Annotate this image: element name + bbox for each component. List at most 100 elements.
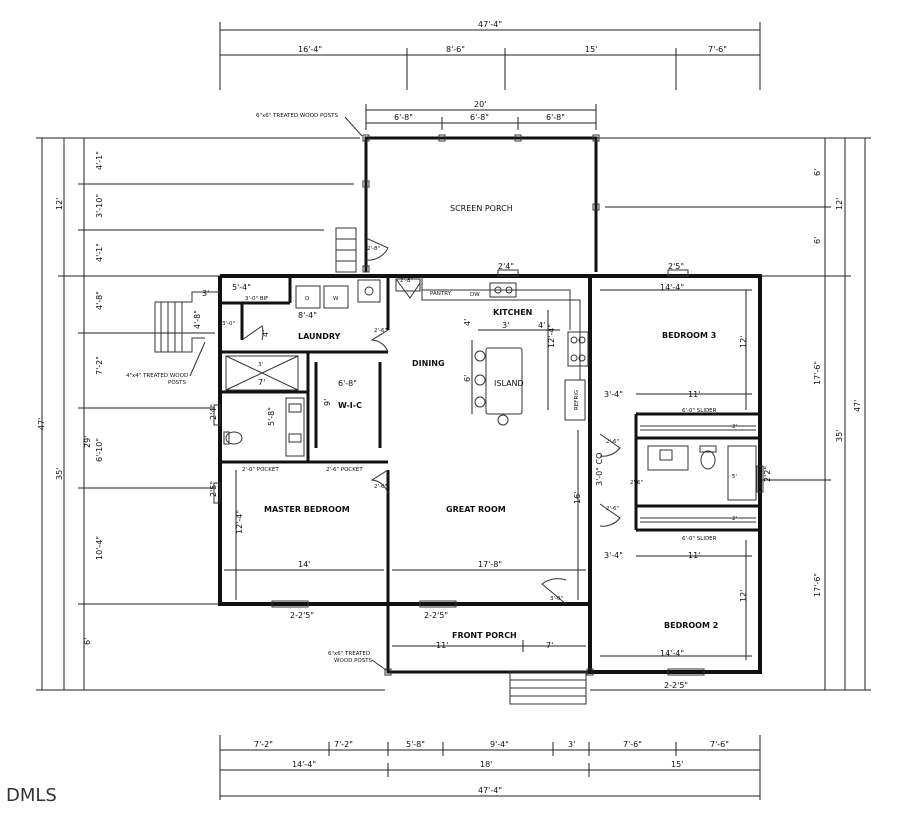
- dim-left-s2: 3'-10": [95, 194, 104, 218]
- dim-6-8: 6'-8": [338, 379, 357, 388]
- dim-porch-width: 20': [474, 100, 486, 109]
- dim-4: 4': [261, 330, 270, 337]
- dim-17-8: 17'-8": [478, 560, 502, 569]
- dim-bottom-overall: 47'-4": [478, 786, 502, 795]
- label-pantry: PANTRY: [430, 291, 452, 297]
- note-posts-left-1: 4"x4" TREATED WOOD: [126, 373, 188, 379]
- dim-4-kitchen: 4': [538, 321, 545, 330]
- dim-bottom-a3: 5'-8": [406, 740, 425, 749]
- dim-12a: 12': [739, 336, 748, 348]
- dim-5-8: 5'-8": [267, 407, 276, 426]
- room-front-porch: FRONT PORCH: [452, 631, 517, 640]
- hall-bath: 5' 2'-6" 2'-6" 2'-6" 3'-0" CO 6'-0" SLID…: [595, 433, 760, 542]
- room-master-bedroom: MASTER BEDROOM: [264, 505, 350, 514]
- dim-right-r2: 35': [835, 430, 844, 442]
- dim-window-b2: 2-2'5": [424, 611, 448, 620]
- room-dining: DINING: [412, 359, 445, 368]
- dim-3-0b: 3'-0": [550, 596, 563, 602]
- label-dw: DW: [470, 292, 480, 298]
- room-bedroom3: BEDROOM 3: [662, 331, 716, 340]
- room-kitchen: KITCHEN: [493, 308, 532, 317]
- dim-top-overall: 47'-4": [478, 20, 502, 29]
- dim-6-island: 6': [463, 375, 472, 382]
- dim-2-8b: 2'-8": [400, 278, 413, 284]
- dim-right-win: 2'2": [763, 466, 772, 482]
- dim-porch-a: 6'-8": [394, 113, 413, 122]
- dim-right-q2: 6': [813, 237, 822, 244]
- dim-top-seg4: 7'-6": [708, 45, 727, 54]
- top-dimensions: 47'-4" 16'-4" 8'-6" 15' 7'-6" 20' 6'-8" …: [219, 20, 761, 137]
- washer-label: W: [333, 296, 339, 302]
- dim-left-s1: 4'-1": [95, 151, 104, 170]
- dim-7: 7': [258, 378, 265, 387]
- screen-porch: SCREEN PORCH 2'-8": [335, 134, 600, 273]
- note-posts-front-2: WOOD POSTS: [334, 658, 373, 664]
- dim-12-4b: 12'-4": [235, 510, 244, 534]
- dim-left-m1: 4'-8": [95, 291, 104, 310]
- dim-right-overall: 47': [853, 400, 862, 412]
- dim-2-6d: 2'-6": [630, 480, 643, 486]
- dim-left-m6: 29': [83, 436, 92, 448]
- dim-bottom-a7: 7'-6": [710, 740, 729, 749]
- dim-top-seg3: 15': [585, 45, 597, 54]
- dim-porch-b: 6'-8": [470, 113, 489, 122]
- note-slider-top: 6'-0" SLIDER: [682, 408, 717, 414]
- room-screen-porch: SCREEN PORCH: [450, 204, 513, 213]
- dim-3-4a: 3'-4": [604, 390, 623, 399]
- dim-bottom-a1: 7'-2": [254, 740, 273, 749]
- dim-right-b3h: 17'-6": [813, 361, 822, 385]
- dim-bottom-b2: 18': [480, 760, 492, 769]
- dim-2-6e: 2'-6": [606, 506, 619, 512]
- dim-12b: 12': [739, 590, 748, 602]
- dim-bottom-a4: 9'-4": [490, 740, 509, 749]
- dim-3-kitchen: 3': [502, 321, 509, 330]
- dim-bottom-a2: 7'-2": [334, 740, 353, 749]
- label-island: ISLAND: [494, 379, 524, 388]
- note-slider-bottom: 6'-0" SLIDER: [682, 536, 717, 542]
- dim-top-seg2: 8'-6": [446, 45, 465, 54]
- dim-4-8: 4'-8": [193, 310, 202, 329]
- dim-11c: 11': [436, 641, 448, 650]
- dim-5: 5': [732, 474, 737, 480]
- dim-5-4: 5'-4": [232, 283, 251, 292]
- dim-9: 9': [323, 399, 332, 406]
- dim-7b: 7': [546, 641, 553, 650]
- room-wic: W-I-C: [338, 401, 362, 410]
- master-suite: 3' 7' 5'-8" W-I-C 6'-8" 9' 2'-0" POCKET …: [220, 352, 389, 495]
- dim-porch-c: 6'-8": [546, 113, 565, 122]
- dim-bottom-b1: 14'-4": [292, 760, 316, 769]
- dim-16: 16': [573, 492, 582, 504]
- dryer-label: D: [305, 296, 309, 302]
- dim-3b-bath: 3': [258, 362, 263, 368]
- dim-porch-door: 2'-8": [367, 246, 380, 252]
- dmls-watermark: DMLS: [6, 785, 57, 806]
- note-pocket-2: 2'-6" POCKET: [326, 467, 363, 473]
- dim-window-b3: 2-2'5": [664, 681, 688, 690]
- dim-left-p2: 35': [55, 468, 64, 480]
- master-bedroom: MASTER BEDROOM 12'-4" 14': [224, 470, 384, 600]
- dim-left-m5: 6': [83, 638, 92, 645]
- dim-2b: 2': [732, 516, 737, 522]
- dim-window-top2: 2'5": [668, 262, 684, 271]
- room-laundry: LAUNDRY: [298, 332, 341, 341]
- bedroom-3: 14'-4" BEDROOM 3 12' 3'-4" 11' 6'-0" SLI…: [600, 283, 760, 530]
- room-bedroom2: BEDROOM 2: [664, 621, 718, 630]
- dim-left-m3: 6'-10": [95, 438, 104, 462]
- note-posts-top: 6"x6" TREATED WOOD POSTS: [256, 113, 338, 119]
- dim-right-q1: 6': [813, 169, 822, 176]
- dim-11b: 11': [688, 551, 700, 560]
- note-posts-left-2: POSTS: [168, 380, 186, 386]
- dim-11a: 11': [688, 390, 700, 399]
- kitchen-great-room: PANTRY DW KITCHEN REFRIG ISLAND 3' 4' 4'…: [392, 276, 589, 605]
- bedroom-2: 3'-4" 11' 12' BEDROOM 2 14'-4": [600, 540, 752, 660]
- note-pocket-1: 2'-0" POCKET: [242, 467, 279, 473]
- dim-3-4b: 3'-4": [604, 551, 623, 560]
- dim-14-4b: 14'-4": [660, 649, 684, 658]
- dim-3-0-co: 3'-0" CO: [595, 453, 604, 486]
- dim-left-p1: 12': [55, 198, 64, 210]
- dim-window-top: 2'4": [498, 262, 514, 271]
- dim-3-ldry: 3': [202, 289, 209, 298]
- label-refrig: REFRIG: [574, 390, 580, 410]
- dim-2-6b: 2'-6": [374, 484, 387, 490]
